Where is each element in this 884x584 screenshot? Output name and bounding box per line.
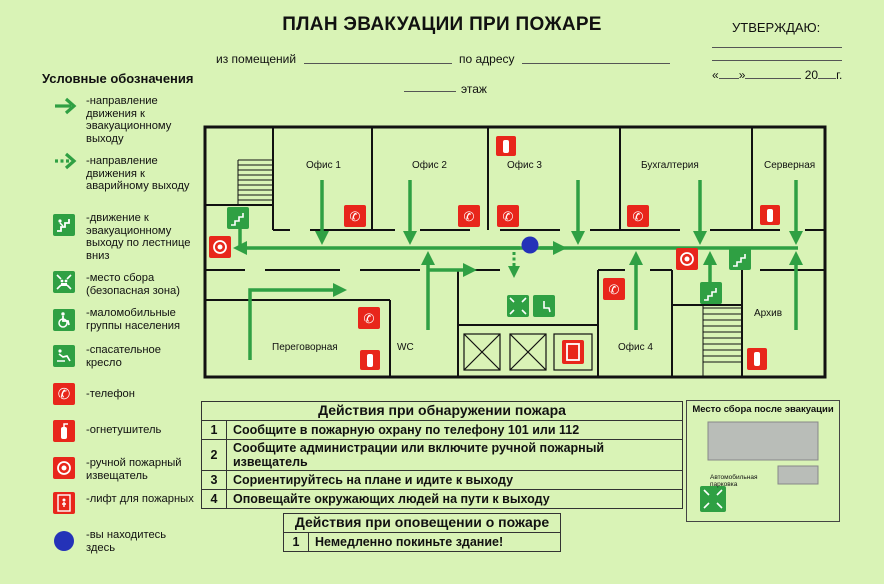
- room-wc: WC: [397, 342, 414, 353]
- row-text: Сообщите администрации или включите ручн…: [226, 439, 683, 471]
- walls: [205, 127, 825, 377]
- you-are-here-icon: [53, 531, 79, 557]
- phone-icon: ✆: [53, 383, 79, 409]
- stairs-right: [702, 305, 742, 377]
- date-open-quote: «: [712, 68, 719, 82]
- fire-actions-header: Действия при обнаружении пожара: [201, 401, 683, 421]
- row-number: 1: [201, 420, 227, 440]
- from-room-label: из помещений: [216, 52, 297, 66]
- room-server: Серверная: [764, 160, 816, 171]
- floor-label: этаж: [461, 82, 487, 96]
- by-address-label: по адресу: [459, 52, 515, 66]
- legend-label-fire-lift: -лифт для пожарных: [86, 493, 194, 505]
- page-title: ПЛАН ЭВАКУАЦИИ ПРИ ПОЖАРЕ: [282, 14, 602, 35]
- legend-label-fire-alarm: -ручной пожарный извещатель: [86, 457, 182, 482]
- legend-label-assembly: -место сбора (безопасная зона): [86, 272, 181, 297]
- alert-actions-header: Действия при оповещении о пожаре: [283, 513, 561, 533]
- signs-red: [209, 136, 780, 370]
- room-meeting: Переговорная: [272, 342, 338, 353]
- date-close-quote: »: [738, 68, 746, 82]
- date-year-suffix: г.: [836, 68, 843, 82]
- address-line: [522, 63, 670, 64]
- room-accounting: Бухгалтерия: [641, 160, 699, 171]
- wheelchair-icon: [53, 309, 79, 335]
- parking-label: Автомобильная парковка: [710, 474, 758, 488]
- date-line: « » 20 г.: [712, 68, 842, 82]
- legend-label-route: -направление движения к эвакуационному в…: [86, 95, 172, 145]
- legend-label-wheelchair: -маломобильные группы населения: [86, 307, 181, 332]
- assembly-building: [707, 421, 819, 461]
- assembly-point-icon: [53, 271, 79, 297]
- alert-actions-title: Действия при оповещении о пожаре: [294, 514, 550, 530]
- legend-label-rescue-chair: -спасательное кресло: [86, 344, 161, 369]
- fire-alarm-icon: [53, 457, 79, 483]
- fire-actions-title: Действия при обнаружении пожара: [318, 402, 566, 418]
- row-number: 1: [283, 532, 309, 552]
- stairs-left: [237, 159, 273, 205]
- row-number: 2: [201, 439, 227, 471]
- approve-label: УТВЕРЖДАЮ:: [732, 20, 821, 35]
- legend-label-emergency-route: -направление движения к аварийному выход…: [86, 155, 190, 193]
- parking-area: [777, 465, 819, 485]
- fire-lift-icon: [53, 492, 79, 518]
- room-office4: Офис 4: [618, 342, 653, 353]
- svg-text:✆: ✆: [609, 283, 620, 298]
- arrow-right-icon: [55, 97, 77, 115]
- from-room-line: [304, 63, 452, 64]
- row-text: Оповещайте окружающих людей на пути к вы…: [226, 489, 683, 509]
- legend-title: Условные обозначения: [42, 71, 194, 86]
- stairs-down-icon: [53, 214, 79, 240]
- rescue-chair-icon: [53, 345, 79, 371]
- assembly-title: Место сбора после эвакуации: [692, 404, 834, 415]
- dashed-arrow-right-icon: [55, 152, 77, 170]
- legend-label-stairs: -движение к эвакуационному выходу по лес…: [86, 212, 191, 262]
- legend-label-you-are-here: -вы находитесь здесь: [86, 529, 167, 554]
- floor-line: [404, 91, 456, 92]
- svg-text:✆: ✆: [364, 312, 375, 327]
- elevators: [463, 333, 593, 371]
- room-office2: Офис 2: [412, 160, 447, 171]
- legend-label-extinguisher: -огнетушитель: [86, 424, 162, 436]
- assembly-box: [686, 400, 840, 522]
- svg-text:✆: ✆: [350, 210, 361, 225]
- approve-line-2: [712, 60, 842, 61]
- you-are-here-marker: [521, 236, 539, 254]
- date-year: 20: [804, 68, 819, 82]
- approve-line-1: [712, 47, 842, 48]
- svg-text:✆: ✆: [633, 210, 644, 225]
- row-number: 4: [201, 489, 227, 509]
- row-text: Немедленно покиньте здание!: [308, 532, 561, 552]
- svg-text:✆: ✆: [503, 210, 514, 225]
- room-archive: Архив: [754, 308, 783, 319]
- legend-label-phone: -телефон: [86, 388, 135, 400]
- extinguisher-icon: [53, 420, 79, 446]
- row-text: Сообщите в пожарную охрану по телефону 1…: [226, 420, 683, 440]
- svg-text:✆: ✆: [464, 210, 475, 225]
- room-office3: Офис 3: [507, 160, 542, 171]
- evacuation-routes: [233, 180, 803, 360]
- room-office1: Офис 1: [306, 160, 341, 171]
- row-text: Сориентируйтесь на плане и идите к выход…: [226, 470, 683, 490]
- row-number: 3: [201, 470, 227, 490]
